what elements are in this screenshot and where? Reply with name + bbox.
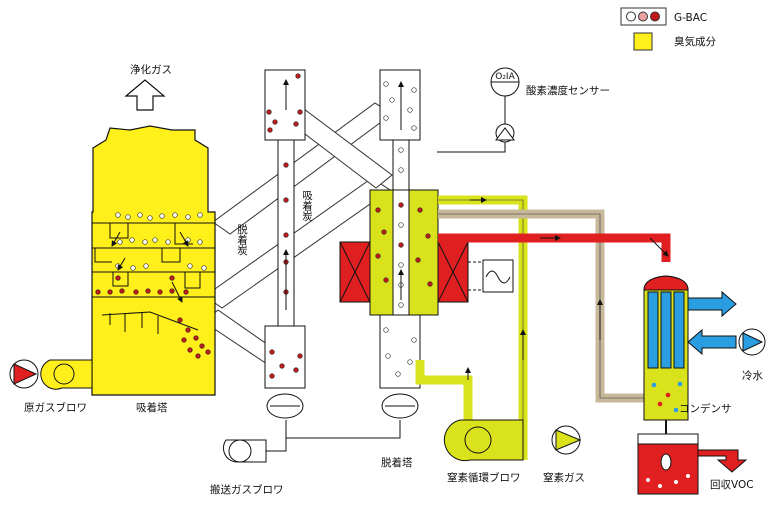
n2-blower-label: 窒素循環ブロワ (447, 471, 521, 484)
raw-gas-blower-label: 原ガスブロワ (24, 401, 87, 414)
adsorption-tower-label: 吸着塔 (136, 401, 168, 414)
left-elevator (264, 69, 306, 419)
transfer-blower-label: 搬送ガスブロワ (210, 483, 284, 496)
desorbed-carbon-label: 脱着炭 (236, 223, 248, 256)
n2-circulation-blower (443, 419, 582, 462)
clean-gas-arrow (124, 79, 166, 111)
o2-sensor-symbol: O₂IA (495, 72, 515, 82)
nitrogen-gas-label: 窒素ガス (543, 471, 585, 484)
recovered-voc-label: 回収VOC (710, 479, 754, 491)
voc-tank (637, 433, 748, 495)
o2-sensor-label: 酸素濃度センサー (526, 84, 610, 97)
raw-gas-blower (9, 359, 93, 390)
transfer-gas-blower (222, 420, 401, 463)
adsorption-tower (91, 125, 216, 396)
o2-sensor (437, 67, 520, 153)
desorption-tower-label: 脱着塔 (381, 456, 413, 469)
legend-odor-swatch (633, 32, 653, 51)
adsorbed-carbon-label: 吸着炭 (301, 190, 313, 222)
condenser-label: コンデンサ (679, 402, 732, 415)
cooling-water-label: 冷水 (742, 369, 763, 382)
legend-gbac-label: G-BAC (674, 12, 707, 24)
nitrogen-loop (415, 195, 671, 460)
legend: G-BAC 臭気成分 (620, 7, 716, 51)
desorption-tower (339, 69, 514, 419)
clean-gas-label: 浄化ガス (130, 63, 172, 76)
transfer-pipes (203, 102, 393, 367)
condenser (643, 275, 766, 455)
legend-odor-label: 臭気成分 (674, 35, 716, 48)
